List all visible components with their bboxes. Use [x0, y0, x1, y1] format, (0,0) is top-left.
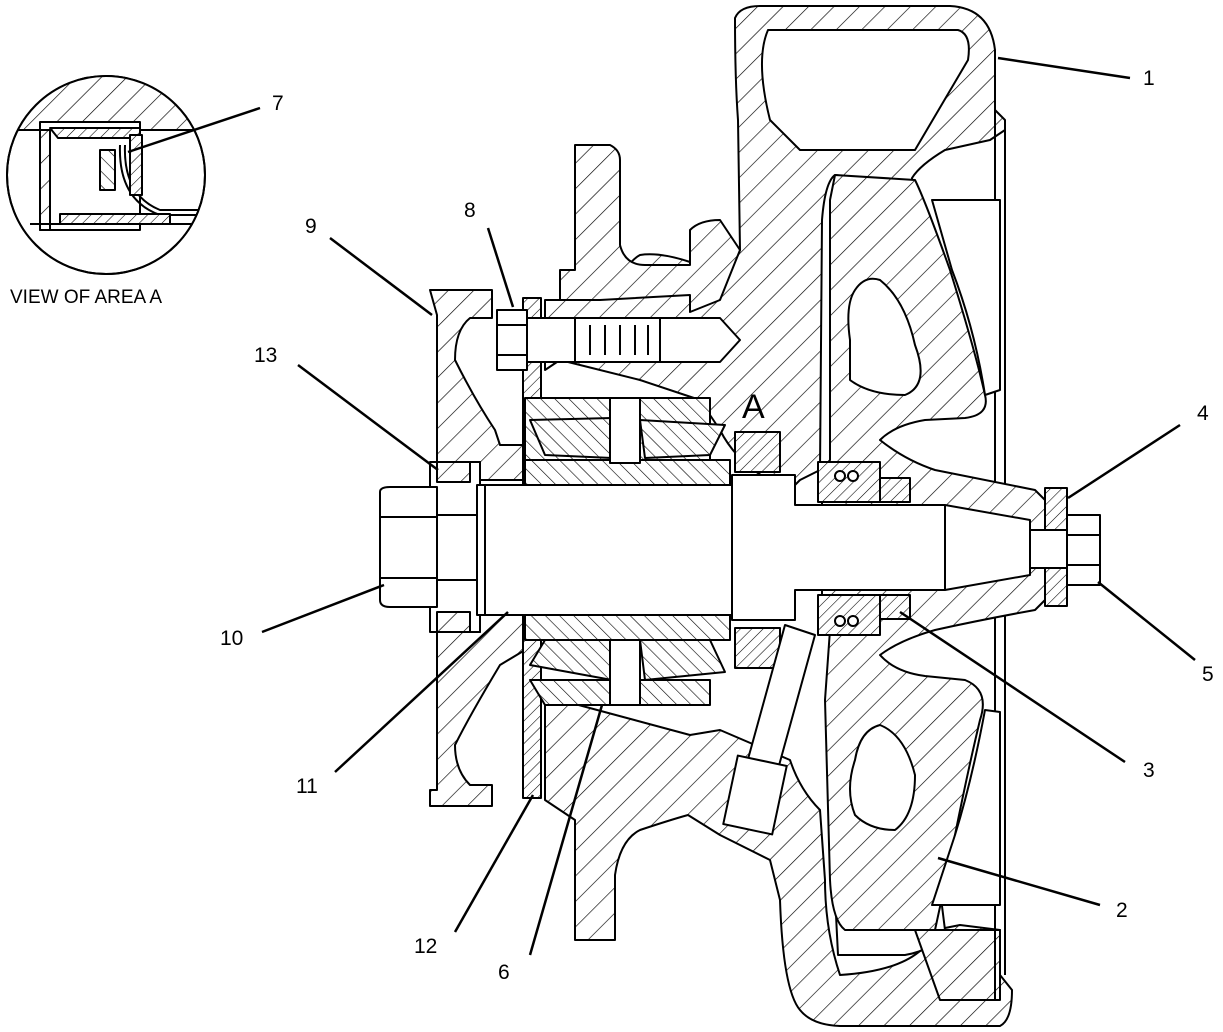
- callout-2: 2: [1116, 899, 1128, 922]
- callout-5: 5: [1202, 663, 1214, 686]
- callout-10: 10: [220, 627, 244, 650]
- rear-nut: [1029, 487, 1101, 607]
- inset-view-area-a: [6, 75, 206, 275]
- callout-3: 3: [1143, 759, 1155, 782]
- callout-7: 7: [272, 92, 284, 115]
- bolt: [496, 309, 741, 371]
- bearings: [524, 397, 731, 706]
- callout-8: 8: [464, 199, 476, 222]
- callout-12: 12: [414, 935, 438, 958]
- callout-1: 1: [1143, 67, 1155, 90]
- water-seal: [817, 461, 911, 636]
- inset-caption: VIEW OF AREA A: [10, 287, 163, 308]
- shaft: [476, 474, 1031, 621]
- area-a-marker: A: [742, 388, 765, 426]
- front-nut: [379, 486, 478, 608]
- callout-6: 6: [498, 961, 510, 984]
- callout-4: 4: [1197, 402, 1209, 425]
- callout-9: 9: [305, 215, 317, 238]
- callout-11: 11: [296, 775, 318, 798]
- callout-13: 13: [254, 344, 278, 367]
- leader-lines: [127, 56, 1196, 956]
